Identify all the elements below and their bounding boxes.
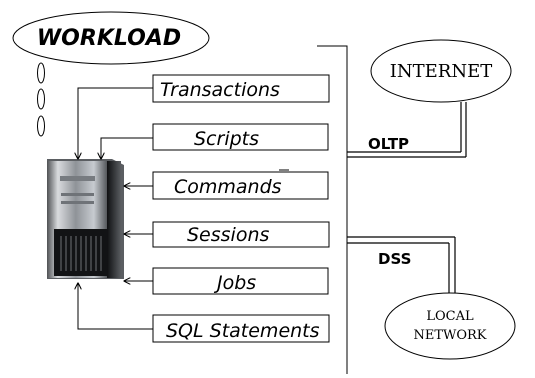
workload-ellipse [12,11,210,65]
local-network-label-line-2: NETWORK [413,328,486,343]
workload-bubble-1 [37,62,45,84]
scripts-box [152,123,329,151]
scripts-arrow [101,137,153,158]
workload-bubble-3 [37,115,45,137]
transactions-label: Transactions [160,79,280,101]
transactions-arrow [78,87,153,158]
sessions-label: Sessions [187,224,269,246]
internet-cloud [370,39,512,103]
transactions-box [152,74,330,103]
local-network-label-line-1: LOCAL [426,309,474,324]
commands-label: Commands [174,176,282,198]
scripts-label: Scripts [194,128,259,150]
oltp-label: OLTP [368,135,409,153]
dss-label: DSS [378,250,411,268]
jobs-box [152,267,329,295]
internet-label: INTERNET [390,61,492,82]
server-tower-icon [47,159,124,279]
main-vertical-separator [317,45,348,374]
sql-statements-box [152,314,330,343]
workload-bubble-2 [37,88,45,110]
commands-box [152,171,329,200]
sql-statements-label: SQL Statements [166,320,320,342]
workload-title: WORKLOAD [37,26,181,51]
sessions-box [152,221,330,248]
jobs-label: Jobs [213,272,256,294]
sql-statements-arrow [78,284,153,330]
local-network-cloud [384,292,516,360]
